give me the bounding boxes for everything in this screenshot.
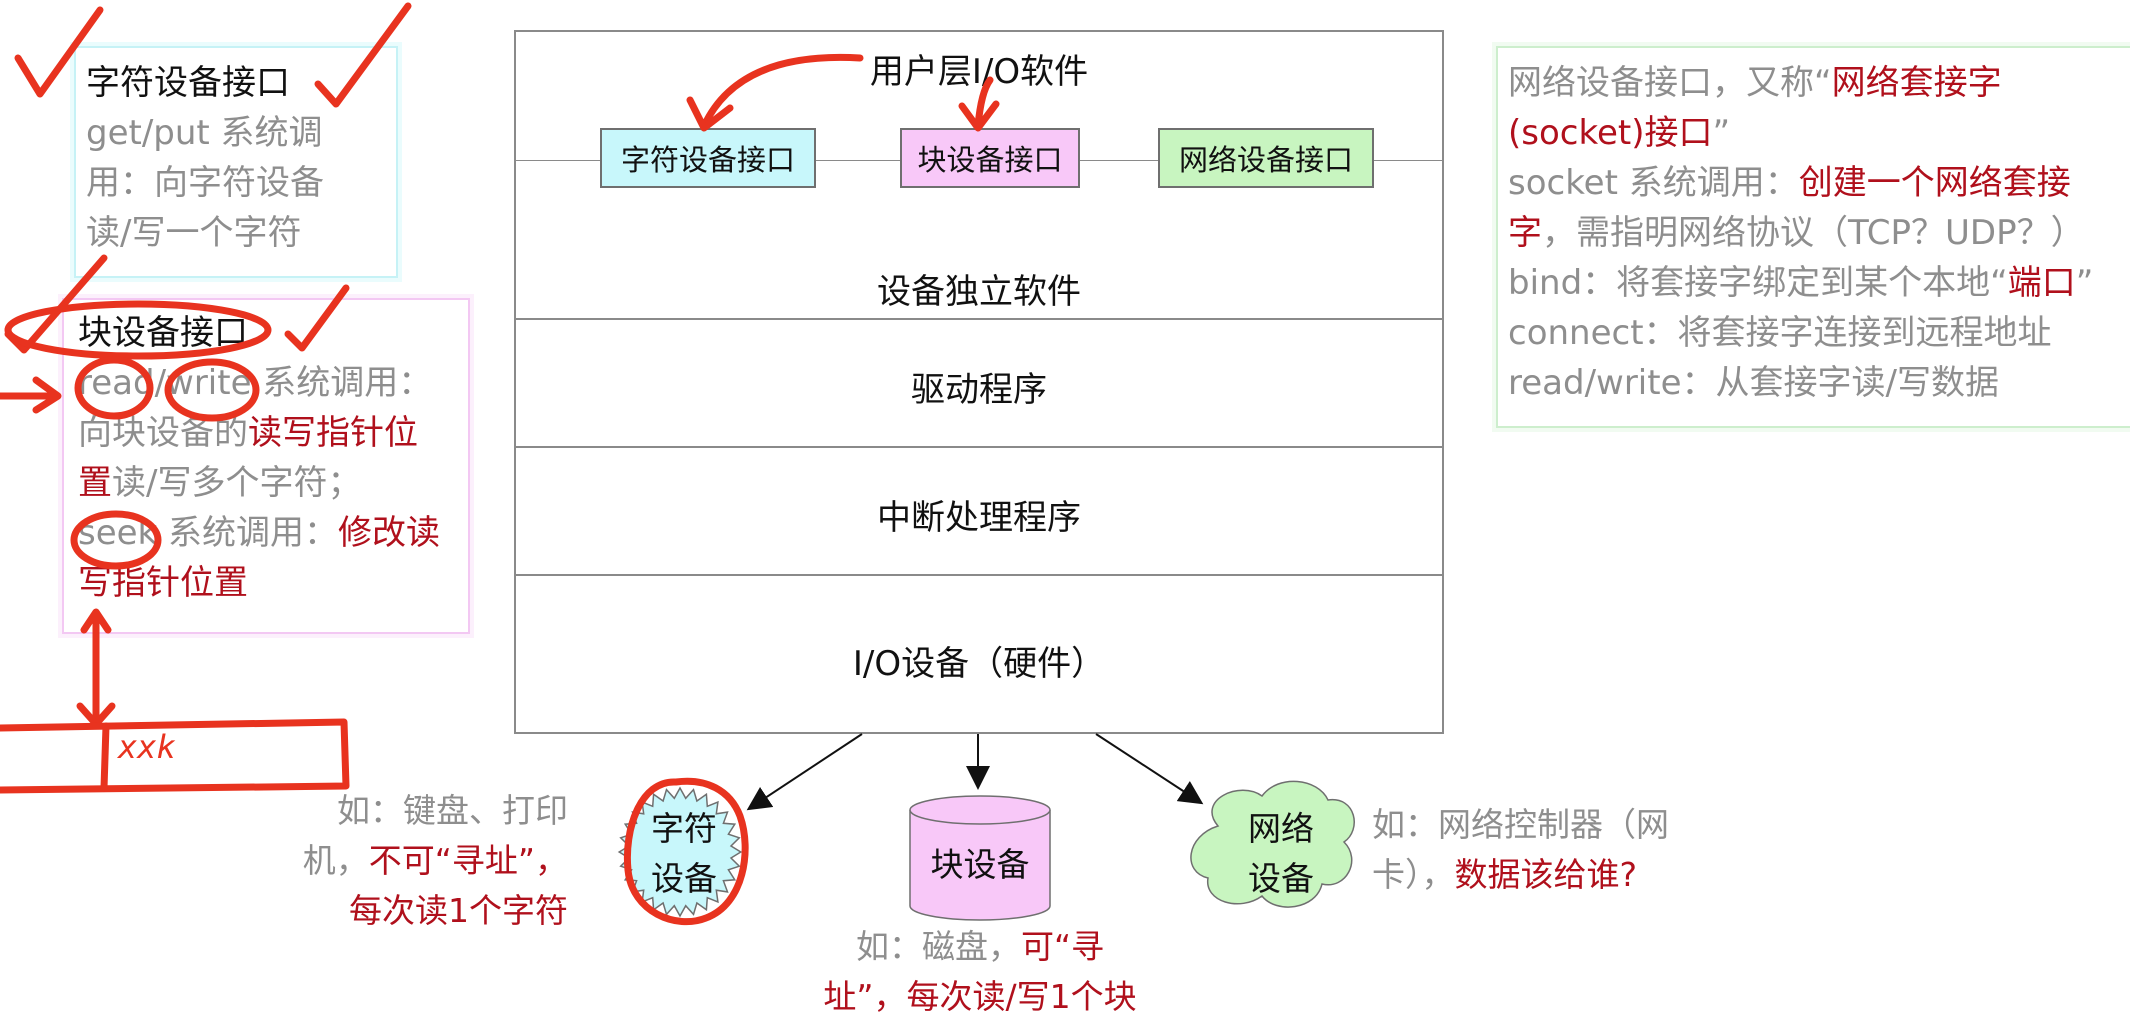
arrow-to-network-device [1095, 733, 1204, 805]
network-caption-line1: 如：网络控制器（网 [1372, 805, 1669, 844]
checkmark-icon [284, 284, 350, 352]
char-interface-note-title: 字符设备接口 [86, 63, 290, 103]
handwritten-buffer-label: xxk [118, 728, 176, 766]
block-interface-note-line4: seek 系统调用：修改读 [78, 513, 441, 553]
curved-arrow-icon [700, 53, 864, 130]
char-interface-note-line: 用：向字符设备 [86, 163, 324, 203]
layer-divider [516, 318, 1442, 320]
char-caption-line2: 机，不可“寻址”， [302, 841, 568, 880]
checkmark-icon [14, 6, 104, 98]
arrowhead-icon [958, 100, 1000, 132]
block-caption-line1: 如：磁盘，可“寻 [855, 927, 1105, 966]
network-interface-note-text: 网络设备接口，又称“网络套接字 (socket)接口” socket 系统调用：… [1508, 58, 2130, 408]
char-device-label: 字符 设备 [651, 809, 717, 898]
char-interface-note [74, 46, 398, 278]
driver-layer: 驱动程序 [911, 370, 1047, 410]
network-note-line6: connect：将套接字连接到远程地址 [1508, 313, 2052, 353]
char-interface-note-line: get/put 系统调 [86, 113, 323, 153]
block-interface-box: 块设备接口 [900, 128, 1080, 188]
block-interface-note-line5: 写指针位置 [78, 563, 248, 603]
layer-divider [516, 574, 1442, 576]
network-interface-note [1496, 46, 2130, 428]
circle-mark-icon [4, 300, 272, 360]
buffer-box-icon [0, 718, 350, 794]
arrowhead-icon [80, 608, 112, 634]
block-interface-note [62, 298, 470, 634]
char-interface-note-line: 读/写一个字符 [86, 213, 302, 253]
network-note-line2: (socket)接口” [1508, 113, 1731, 153]
char-device-shape [617, 786, 743, 918]
block-interface-note-title: 块设备接口 [78, 313, 248, 353]
block-device-caption: 如：磁盘，可“寻 址”，每次读/写1个块 [780, 922, 1180, 1022]
layer-divider [516, 446, 1442, 448]
network-device-label: 网络 设备 [1248, 809, 1314, 898]
block-caption-line2: 址”，每次读/写1个块 [823, 977, 1137, 1016]
hardware-layer: I/O设备（硬件） [852, 644, 1106, 684]
char-caption-line1: 如：键盘、打印 [337, 791, 568, 830]
block-device-shape [909, 795, 1051, 921]
network-note-line3: socket 系统调用：创建一个网络套接 [1508, 163, 2071, 203]
network-note-line4: 字，需指明网络协议（TCP？UDP？） [1508, 213, 2085, 253]
user-layer-io-title: 用户层I/O软件 [869, 52, 1089, 92]
arrow-icon [0, 376, 62, 414]
network-note-line7: read/write：从套接字读/写数据 [1508, 363, 1999, 403]
network-note-line1: 网络设备接口，又称“网络套接字 [1508, 63, 2002, 103]
block-device-label: 块设备 [930, 845, 1030, 884]
device-independent-layer: 设备独立软件 [877, 272, 1081, 312]
circle-mark-icon [70, 510, 162, 570]
handwritten-annotations [0, 2, 1000, 926]
arrow-to-char-device [746, 733, 863, 811]
char-caption-line3: 每次读1个字符 [349, 891, 568, 930]
arrowhead-icon [686, 96, 734, 132]
checkmark-icon [314, 2, 412, 108]
circle-mark-icon [164, 358, 260, 422]
network-interface-box: 网络设备接口 [1158, 128, 1374, 188]
network-device-caption: 如：网络控制器（网 卡），数据该给谁? [1372, 800, 1732, 900]
network-note-line5: bind：将套接字绑定到某个本地“端口” [1508, 263, 2094, 303]
char-interface-box: 字符设备接口 [600, 128, 816, 188]
circle-mark-icon [74, 356, 154, 420]
circle-mark-icon [623, 777, 749, 926]
network-device-shape [1190, 780, 1355, 908]
char-device-caption: 如：键盘、打印 机，不可“寻址”， 每次读1个字符 [288, 786, 568, 936]
network-caption-line2: 卡），数据该给谁? [1372, 855, 1638, 894]
curved-arrow-icon [974, 76, 994, 130]
block-interface-note-line3: 置读/写多个字符； [78, 463, 362, 503]
interrupt-handler-layer: 中断处理程序 [877, 498, 1081, 538]
buffer-divider-icon [100, 722, 110, 792]
io-software-layers: 用户层I/O软件 字符设备接口 块设备接口 网络设备接口 设备独立软件 驱动程序… [514, 30, 1444, 734]
char-interface-note-text: 字符设备接口 get/put 系统调 用：向字符设备 读/写一个字符 [86, 58, 396, 258]
